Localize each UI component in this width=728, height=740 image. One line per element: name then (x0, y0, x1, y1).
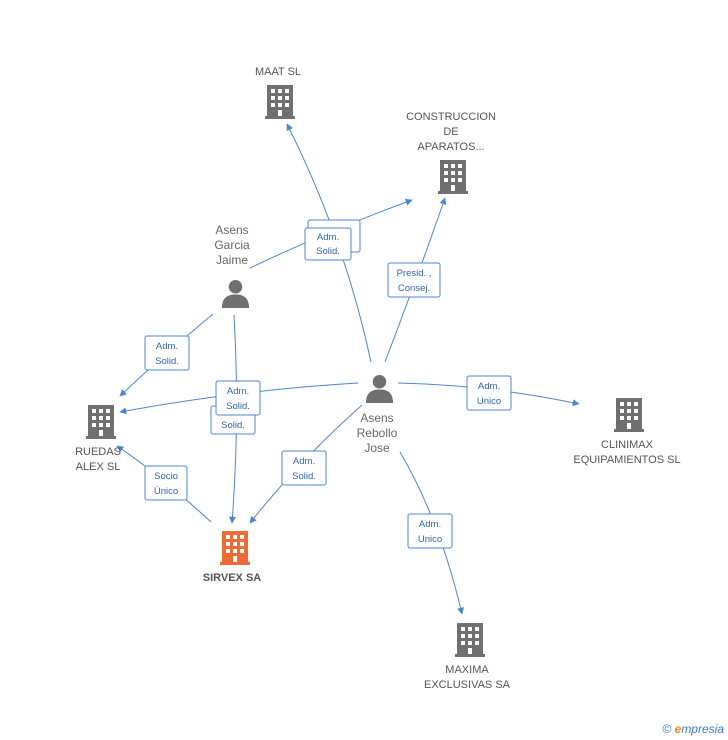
edge-label-rebollo-clinimax[interactable]: Adm. Unico (466, 375, 512, 411)
brand-initial: e (674, 722, 682, 736)
edge-label-line: Solid. (316, 246, 340, 257)
edge-label-line: Solid. (292, 471, 316, 482)
node-label-line: Asens (360, 411, 393, 425)
edge-label-garcia-ruedas[interactable]: Adm. Solid. (144, 335, 190, 371)
person-icon (221, 279, 250, 308)
edge-label-rebollo-maxima[interactable]: Adm. Unico (407, 513, 453, 549)
person-icon (365, 374, 394, 403)
edge-label-line: Solid. (155, 356, 179, 367)
node-label-line: CONSTRUCCION (406, 111, 496, 123)
node-label-line: DE (443, 126, 458, 138)
node-label-line: Garcia (214, 238, 250, 252)
edge-label-line: Único (154, 486, 178, 497)
node-maxima[interactable]: MAXIMA EXCLUSIVAS SA (424, 623, 511, 691)
building-icon (86, 405, 116, 439)
node-construccion[interactable]: CONSTRUCCION DE APARATOS... (406, 111, 496, 194)
brand-name: mpresia (681, 722, 724, 736)
node-label-line: MAXIMA (445, 664, 489, 676)
node-label-line: Asens (215, 223, 248, 237)
edge-label-line: Adm. (419, 519, 441, 530)
node-label-line: SIRVEX SA (203, 572, 262, 584)
building-icon (438, 160, 468, 194)
edge-label-line: Adm. (478, 381, 500, 392)
node-label-line: RUEDAS (75, 446, 121, 458)
building-icon (614, 398, 644, 432)
node-label-line: ALEX SL (76, 461, 121, 473)
node-label-line: APARATOS... (417, 141, 484, 153)
edge-label-line: Adm. (156, 341, 178, 352)
node-label-line: Jose (364, 441, 390, 455)
node-label-line: Rebollo (357, 426, 398, 440)
building-icon (265, 85, 295, 119)
building-icon (455, 623, 485, 657)
edge-label-line: Solid. (226, 401, 250, 412)
edge-label-line: Adm. (317, 232, 339, 243)
building-icon (220, 531, 250, 565)
edge-label-line: Consej. (398, 283, 430, 294)
node-sirvex[interactable]: SIRVEX SA (203, 531, 262, 584)
node-label-line: Jaime (216, 253, 248, 267)
edge-label-line: Socio (154, 471, 178, 482)
edge-label-line: Unico (477, 396, 501, 407)
node-label-line: MAAT SL (255, 66, 301, 78)
node-label-line: EQUIPAMIENTOS SL (573, 454, 680, 466)
edge-label-line: Adm. (227, 386, 249, 397)
edge-label-rebollo-sirvex[interactable]: Adm. Solid. (281, 450, 327, 486)
edge-label-line: Unico (418, 534, 442, 545)
edge-label-line: Adm. (293, 456, 315, 467)
copyright-footer: © empresia (662, 722, 724, 736)
node-label-line: EXCLUSIVAS SA (424, 679, 511, 691)
edge-label-rebollo-maat[interactable]: Adm. Solid. (304, 227, 352, 261)
edge-label-rebollo-construccion[interactable]: Presid. , Consej. (387, 262, 441, 298)
node-ruedas[interactable]: RUEDAS ALEX SL (75, 405, 121, 473)
copyright-symbol: © (662, 722, 672, 736)
node-clinimax[interactable]: CLINIMAX EQUIPAMIENTOS SL (573, 398, 681, 466)
edge-label-line: Solid. (221, 420, 245, 431)
edge-label-line: Presid. , (397, 268, 432, 279)
node-asens-rebollo[interactable]: Asens Rebollo Jose (357, 374, 398, 455)
node-label-line: CLINIMAX (601, 439, 654, 451)
edge-label-ruedas-sirvex[interactable]: Socio Único (144, 465, 188, 501)
edge-labels: Adm. Solid. Adm. Solid. Presid. , Consej… (144, 219, 512, 549)
node-maat[interactable]: MAAT SL (255, 66, 301, 119)
edge-label-rebollo-ruedas[interactable]: Adm. Solid. (215, 380, 261, 416)
node-asens-garcia[interactable]: Asens Garcia Jaime (214, 223, 250, 308)
